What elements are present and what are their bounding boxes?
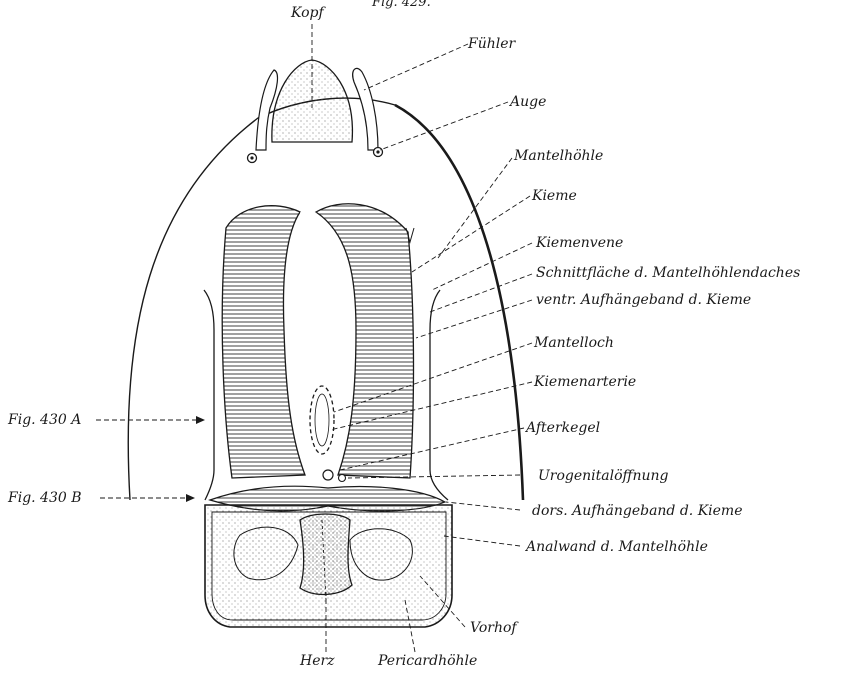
label-dors-aufhaengeband: dors. Aufhängeband d. Kieme [532,503,743,519]
label-kiemenarterie: Kiemenarterie [534,374,636,390]
mantle-outline-right-thick [395,105,523,500]
label-urogenitaloeffnung: Urogenitalöffnung [538,468,668,484]
mantle-cavity-frame [204,290,214,500]
label-vorhof: Vorhof [470,620,517,636]
label-fig-430b: Fig. 430 B [8,490,82,506]
label-mantelhoehle: Mantelhöhle [514,148,603,164]
label-ventr-aufhaengeband: ventr. Aufhängeband d. Kieme [536,292,751,308]
figure-number: Fig. 429. [371,0,431,10]
label-fuehler: Fühler [468,36,515,52]
label-auge: Auge [510,94,546,110]
label-fig-430a: Fig. 430 A [8,412,81,428]
afterkegel [323,470,333,480]
label-kiemenvene: Kiemenvene [536,235,623,251]
urogenital-opening [339,475,346,482]
label-analwand: Analwand d. Mantelhöhle [526,539,708,555]
label-kopf: Kopf [291,5,324,21]
tentacle-right [353,68,378,150]
label-pericardhoehle: Pericardhöhle [378,653,477,669]
heart [300,514,352,594]
label-mantelloch: Mantelloch [534,335,614,351]
label-schnittflaeche: Schnittfläche d. Mantelhöhlendaches [536,265,800,281]
label-kieme: Kieme [532,188,577,204]
gill-left [222,206,305,478]
label-afterkegel: Afterkegel [526,420,600,436]
gill-right [316,204,414,478]
label-herz: Herz [300,653,335,669]
